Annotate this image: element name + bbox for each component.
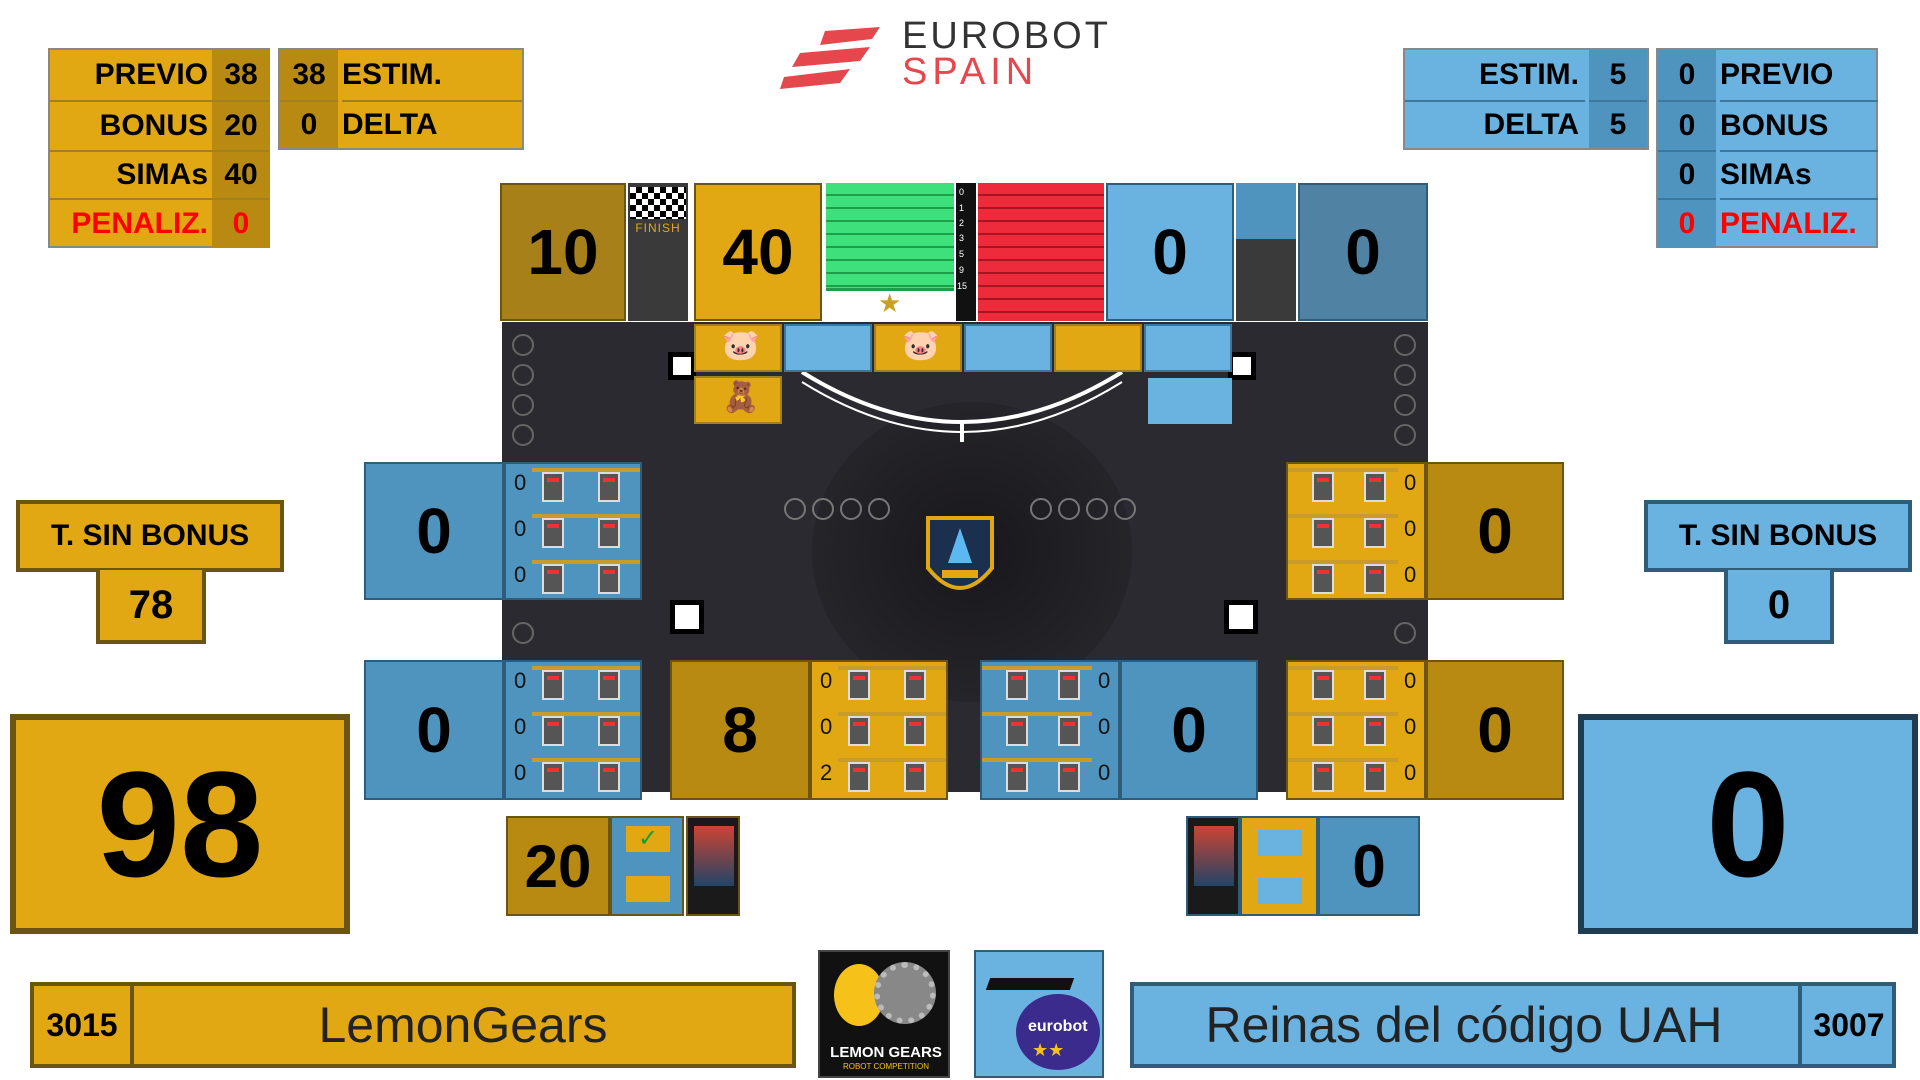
right-team-bar: Reinas del código UAH 3007 (1130, 982, 1896, 1068)
right-penaliz-value: 0 (1658, 198, 1716, 248)
tile-b3 (1144, 324, 1232, 372)
right-estim-table: ESTIM. 5 DELTA 5 (1403, 48, 1649, 150)
right-previo-label: PREVIO (1720, 58, 1834, 91)
right-estim-label: ESTIM. (1478, 58, 1579, 91)
right-sin-bonus-value: 0 (1724, 570, 1834, 644)
robot-icon: 🐷 (902, 329, 940, 362)
right-stats-table: 0 PREVIO 0 BONUS 0 SIMAs 0 PENALIZ. (1656, 48, 1878, 248)
right-estim-value: 5 (1589, 50, 1647, 100)
left-backstage-score: 20 (506, 816, 610, 916)
left-sin-bonus-label: T. SIN BONUS (16, 500, 284, 572)
concert-ladder-red (978, 183, 1104, 321)
tile-b2 (964, 324, 1052, 372)
right-backstage-checks (1240, 816, 1318, 916)
show-emblem-icon (926, 516, 994, 590)
robot-icon: 🐷 (722, 329, 760, 362)
left-poster-icon (686, 816, 740, 916)
right-team-number: 3007 (1798, 986, 1896, 1064)
concert-ladder-scale: 0 1 2 3 5 9 15 (956, 183, 976, 321)
zone-left-mid-racks: 0 0 0 (504, 462, 642, 600)
tile-b4 (1148, 378, 1232, 424)
aruco-marker-top-left (668, 352, 696, 380)
right-previo-value: 0 (1658, 50, 1716, 100)
right-team-name: Reinas del código UAH (1205, 997, 1723, 1053)
zone-center-left-score: 8 (670, 660, 810, 800)
checkered-flag-icon (630, 187, 686, 219)
robot-icon: 🧸 (722, 381, 760, 414)
zone-center-right-score: 0 (1120, 660, 1258, 800)
left-bonus-label: BONUS (50, 100, 212, 150)
finish-flag-panel: FINISH (628, 183, 688, 321)
zone-left-low-score: 0 (364, 660, 504, 800)
right-sin-bonus-label: T. SIN BONUS (1644, 500, 1912, 572)
tile-y1: 🐷 (694, 324, 782, 372)
star-icon: ★★ (1032, 1040, 1065, 1060)
right-delta-value: 5 (1589, 100, 1647, 148)
tile-b1 (784, 324, 872, 372)
tile-y3 (1054, 324, 1142, 372)
left-stats-table: PREVIO 38 BONUS 20 SIMAs 40 PENALIZ. 0 (48, 48, 270, 248)
right-bonus-value: 0 (1658, 100, 1716, 150)
zone-right-mid-score: 0 (1426, 462, 1564, 600)
zone-left-low-racks: 0 0 0 (504, 660, 642, 800)
concert-left-score: 40 (694, 183, 822, 321)
graduation-cap-icon (985, 978, 1075, 990)
gear-icon (874, 962, 936, 1024)
left-estim-table: 38 ESTIM. 0 DELTA (278, 48, 524, 150)
brand-line1: EUROBOT (902, 15, 1111, 57)
zone-right-low-score: 0 (1426, 660, 1564, 800)
star-icon: ★ (878, 288, 902, 318)
right-delta-label: DELTA (1405, 100, 1585, 148)
right-simas-value: 0 (1658, 150, 1716, 198)
left-penaliz-value: 0 (212, 198, 270, 248)
playing-field (502, 322, 1428, 792)
right-bonus-label: BONUS (1720, 100, 1878, 150)
left-bonus-value: 20 (212, 100, 270, 150)
left-team-name: LemonGears (318, 997, 608, 1053)
concert-right-score: 0 (1106, 183, 1234, 321)
brand-swoosh-icon (780, 27, 880, 89)
left-simas-label: SIMAs (50, 150, 212, 198)
zone-right-low-racks: 0 0 0 (1286, 660, 1426, 800)
stage-arc (800, 370, 1124, 442)
aruco-marker-right (1224, 600, 1258, 634)
left-sin-bonus-value: 78 (96, 570, 206, 644)
finish-label: FINISH (635, 221, 681, 235)
left-delta-label: DELTA (342, 100, 522, 148)
zone-center-right-racks: 0 0 0 (980, 660, 1120, 800)
check-icon: ✓ (626, 826, 670, 852)
left-estim-value: 38 (280, 50, 338, 100)
left-penaliz-label: PENALIZ. (50, 198, 212, 248)
zone-left-mid-score: 0 (364, 462, 504, 600)
right-simas-label: SIMAs (1720, 150, 1878, 198)
left-delta-value: 0 (280, 100, 338, 148)
zone-center-left-racks: 0 0 2 (810, 660, 948, 800)
zone-right-mid-racks: 0 0 0 (1286, 462, 1426, 600)
eurobot-spain-logo: EUROBOT SPAIN (780, 15, 1150, 93)
brand-line2: SPAIN (902, 51, 1039, 93)
aruco-marker-top-right (1228, 352, 1256, 380)
left-simas-value: 40 (212, 150, 270, 198)
right-poster-icon (1186, 816, 1240, 916)
finish-right-score: 0 (1298, 183, 1428, 321)
tile-y2: 🐷 (874, 324, 962, 372)
right-penaliz-label: PENALIZ. (1720, 198, 1878, 248)
tile-y4: 🧸 (694, 376, 782, 424)
left-backstage-checks: ✓ (610, 816, 684, 916)
concert-ladder-green: ★ (826, 183, 954, 321)
lemon-gears-logo: LEMON GEARS ROBOT COMPETITION (818, 950, 950, 1078)
right-total-score: 0 (1578, 714, 1918, 934)
eurobot-logo: eurobot ★★ (974, 950, 1104, 1078)
finish-left-score: 10 (500, 183, 626, 321)
aruco-marker-left (670, 600, 704, 634)
show-logo (920, 508, 1000, 608)
left-previo-label: PREVIO (94, 58, 208, 91)
right-backstage-score: 0 (1318, 816, 1420, 916)
left-total-score: 98 (10, 714, 350, 934)
left-estim-label: ESTIM. (342, 58, 443, 91)
left-team-bar: 3015 LemonGears (30, 982, 796, 1068)
left-team-number: 3015 (34, 986, 134, 1064)
finish-right-panel (1236, 183, 1296, 321)
left-previo-value: 38 (212, 50, 270, 100)
